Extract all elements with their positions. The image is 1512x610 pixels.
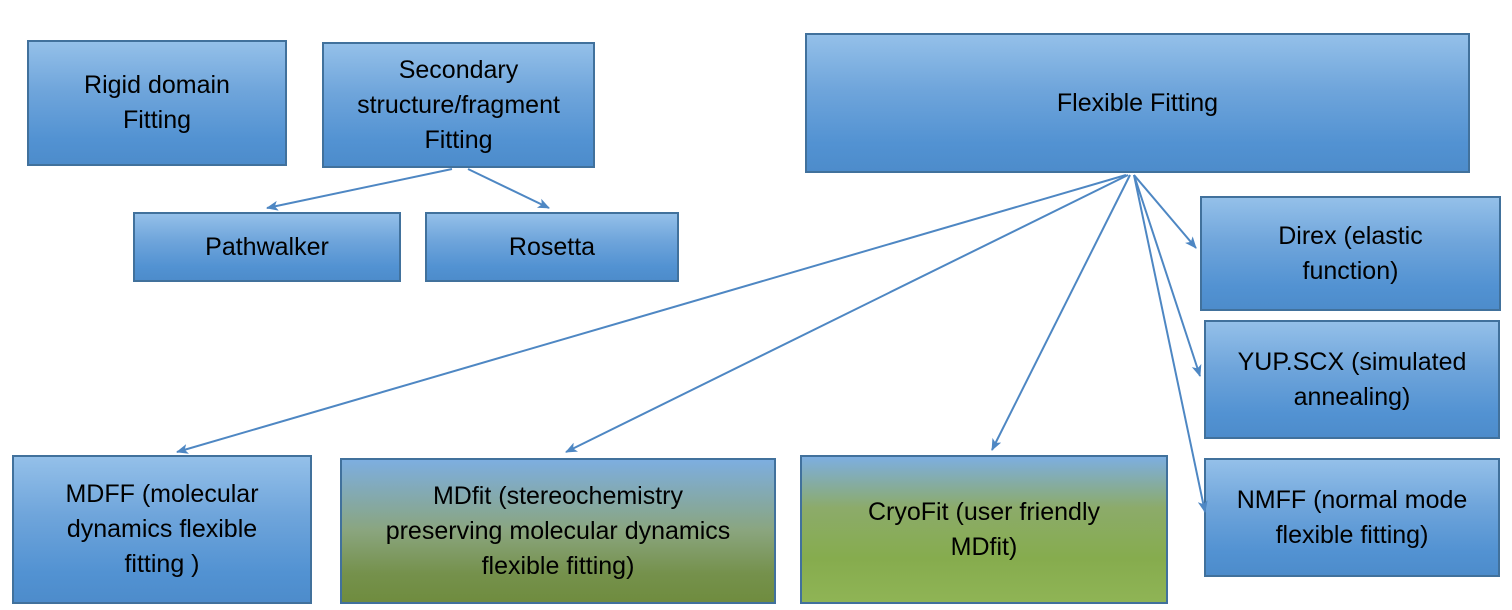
box-mdfit: MDfit (stereochemistry preserving molecu…: [340, 458, 776, 604]
box-flexible-fitting: Flexible Fitting: [805, 33, 1470, 173]
box-direx: Direx (elastic function): [1200, 196, 1501, 311]
box-nmff: NMFF (normal mode flexible fitting): [1204, 458, 1500, 577]
box-rigid-domain-fitting: Rigid domain Fitting: [27, 40, 287, 166]
box-pathwalker: Pathwalker: [133, 212, 401, 282]
box-mdff: MDFF (molecular dynamics flexible fittin…: [12, 455, 312, 604]
arrow-flexible-to-yup-scx: [1133, 174, 1202, 377]
box-yup-scx: YUP.SCX (simulated annealing): [1204, 320, 1500, 439]
arrow-flexible-to-cryofit: [991, 174, 1131, 451]
box-cryofit: CryoFit (user friendly MDfit): [800, 455, 1168, 604]
arrow-secondary-to-pathwalker: [266, 168, 453, 211]
box-secondary-structure-fragment-fitting: Secondary structure/fragment Fitting: [322, 42, 595, 168]
box-rosetta: Rosetta: [425, 212, 679, 282]
arrow-secondary-to-rosetta: [467, 168, 550, 209]
arrow-flexible-to-direx: [1133, 174, 1197, 249]
